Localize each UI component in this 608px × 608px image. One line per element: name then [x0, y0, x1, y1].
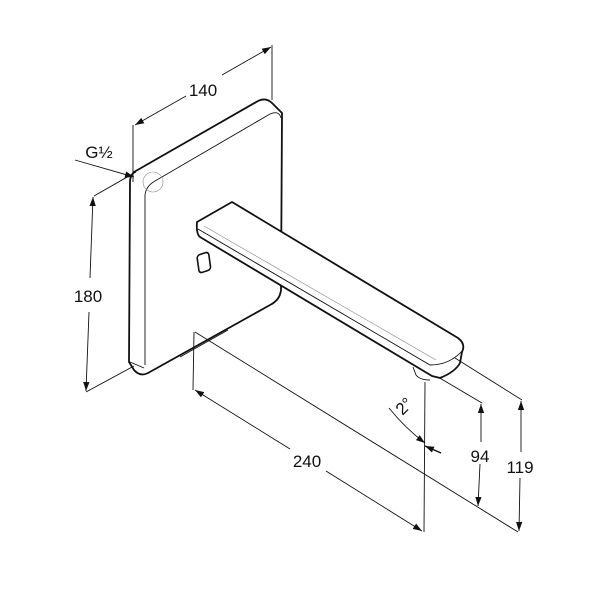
spout — [195, 201, 465, 381]
dimension-total-depth-label: 119 — [506, 458, 533, 477]
dimension-total-depth: 119 — [454, 357, 534, 532]
dimension-thread-label: G½ — [85, 143, 112, 162]
sensor-window-icon — [196, 251, 212, 274]
dimension-angle: 2° — [388, 394, 442, 454]
dimension-height: 180 — [74, 171, 137, 393]
dimension-width-label: 140 — [189, 81, 217, 100]
dimension-height-label: 180 — [74, 287, 102, 306]
dimension-projection-label: 240 — [293, 452, 321, 471]
dimension-outlet-height: 94 — [437, 376, 490, 507]
dimension-projection: 240 — [192, 331, 426, 533]
dimension-thread: G½ — [74, 143, 135, 178]
dimension-angle-label: 2° — [392, 394, 417, 419]
dimension-outlet-height-label: 94 — [471, 447, 490, 466]
dimension-width: 140 — [132, 45, 273, 182]
